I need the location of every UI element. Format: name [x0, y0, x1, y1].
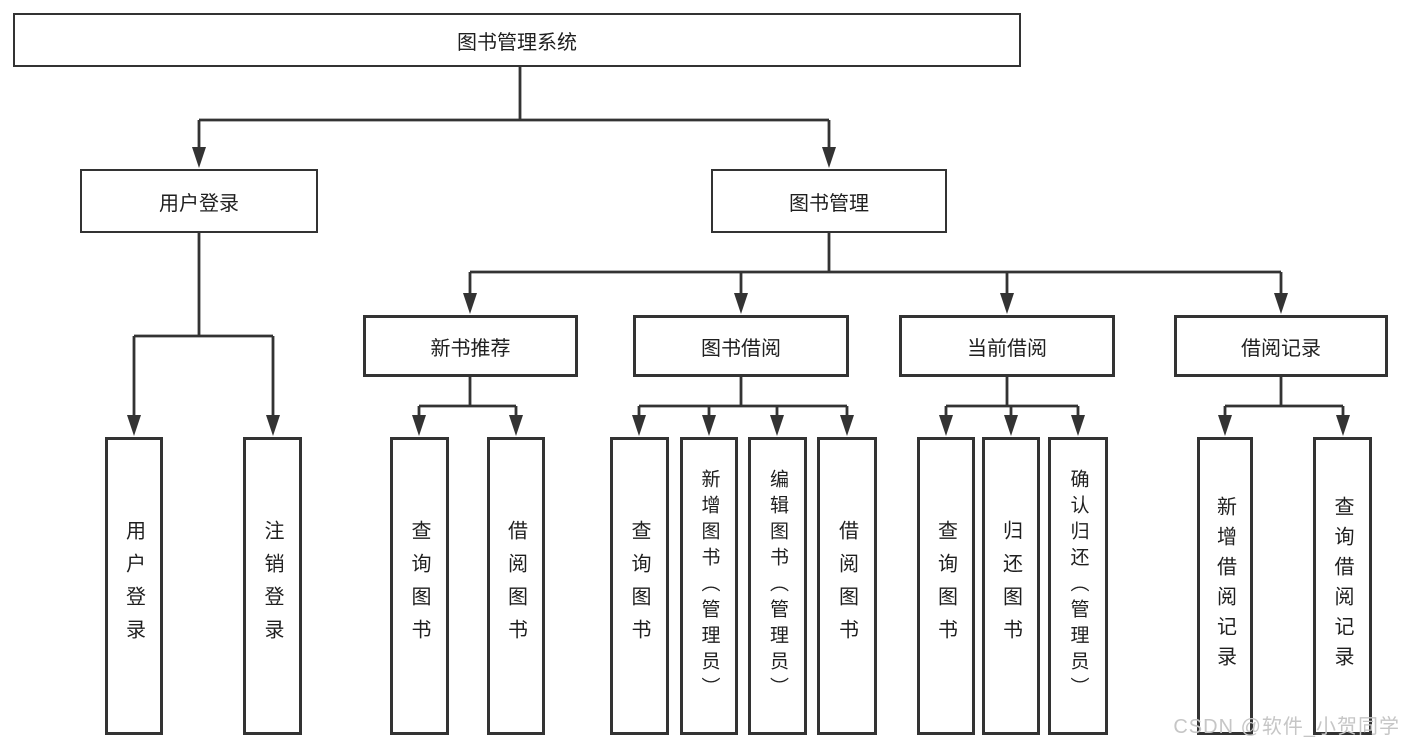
leaf-user-login: 用户登录	[105, 437, 163, 735]
node-book-borrow: 图书借阅	[633, 315, 849, 377]
leaf-query-borrow-record: 查询借阅记录	[1313, 437, 1372, 735]
connector-book-borrow-to-leaves	[637, 377, 849, 418]
connector-current-borrow-to-leaves	[944, 377, 1080, 418]
leaf-borrow-books-label: 借阅图书	[835, 520, 858, 652]
leaf-add-borrow-record-label: 新增借阅记录	[1213, 496, 1236, 676]
node-book-management-label: 图书管理	[789, 192, 869, 215]
leaf-query-books-recommend-label: 查询图书	[408, 520, 430, 652]
leaf-borrow-books-recommend: 借阅图书	[487, 437, 545, 735]
leaf-add-book-admin-label: 新增图书（管理员）	[698, 469, 720, 703]
leaf-return-book: 归还图书	[982, 437, 1040, 735]
node-user-login-label: 用户登录	[159, 192, 239, 215]
node-user-login: 用户登录	[80, 169, 318, 233]
node-book-borrow-label: 图书借阅	[701, 337, 781, 360]
leaf-edit-book-admin: 编辑图书（管理员）	[748, 437, 807, 735]
node-root: 图书管理系统	[13, 13, 1021, 67]
leaf-confirm-return-admin-label: 确认归还（管理员）	[1067, 469, 1089, 703]
leaf-logout: 注销登录	[243, 437, 302, 735]
leaf-query-borrow-record-label: 查询借阅记录	[1331, 496, 1353, 676]
connector-new-book-to-leaves	[417, 377, 518, 418]
leaf-query-books-current: 查询图书	[917, 437, 975, 735]
leaf-query-books-recommend: 查询图书	[390, 437, 449, 735]
leaf-add-borrow-record: 新增借阅记录	[1197, 437, 1253, 735]
leaf-logout-label: 注销登录	[261, 520, 283, 652]
watermark: CSDN @软件_小贺同学	[1173, 716, 1400, 738]
node-root-label: 图书管理系统	[457, 31, 577, 54]
connector-borrow-records-to-leaves	[1223, 377, 1345, 418]
node-borrow-records: 借阅记录	[1174, 315, 1388, 377]
node-book-management: 图书管理	[711, 169, 947, 233]
node-new-book-recommend-label: 新书推荐	[430, 337, 511, 360]
leaf-user-login-label: 用户登录	[122, 520, 145, 652]
connector-root-to-level2	[197, 67, 831, 150]
leaf-edit-book-admin-label: 编辑图书（管理员）	[767, 469, 788, 703]
leaf-add-book-admin: 新增图书（管理员）	[680, 437, 738, 735]
leaf-borrow-books: 借阅图书	[817, 437, 877, 735]
leaf-confirm-return-admin: 确认归还（管理员）	[1048, 437, 1108, 735]
node-borrow-records-label: 借阅记录	[1241, 337, 1321, 360]
leaf-borrow-books-recommend-label: 借阅图书	[504, 520, 527, 652]
leaf-query-books-borrow-label: 查询图书	[628, 520, 650, 652]
connector-book-management-to-level3	[468, 233, 1283, 296]
leaf-query-books-borrow: 查询图书	[610, 437, 669, 735]
leaf-return-book-label: 归还图书	[999, 520, 1022, 652]
node-new-book-recommend: 新书推荐	[363, 315, 578, 377]
connector-user-login-to-leaves	[132, 233, 275, 418]
leaf-query-books-current-label: 查询图书	[934, 520, 957, 652]
node-current-borrow-label: 当前借阅	[967, 337, 1047, 360]
node-current-borrow: 当前借阅	[899, 315, 1115, 377]
